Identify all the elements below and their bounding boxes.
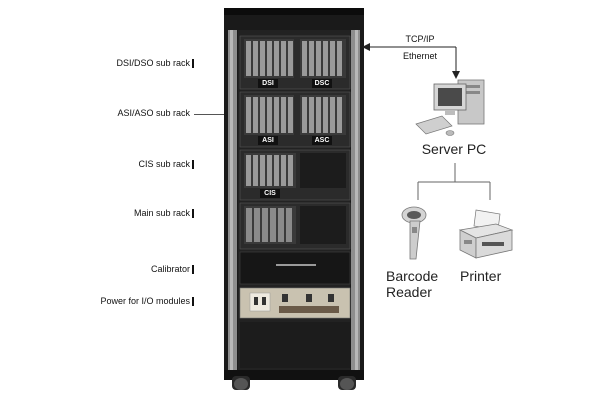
rack-cabinet [224,8,364,390]
label-tick [192,160,194,169]
calibrator-unit [239,251,351,285]
label-tick [192,209,194,218]
label-asi-aso-sub-rack: ASI/ASO sub rack [117,108,190,118]
printer-icon [458,209,514,259]
asi-aso-sub-rack [239,91,351,148]
network-label-line1: TCP/IP [405,34,435,44]
module-label-dsi: DSI [262,80,274,87]
label-tick [192,59,194,68]
server-pc-icon [415,79,485,136]
module-label-cis: CIS [264,190,276,197]
module-label-asc: ASC [314,137,330,144]
dsi-dso-sub-rack [239,35,351,90]
server-pc-label: Server PC [421,141,487,157]
label-tick [192,297,194,306]
label-dsi-dso-sub-rack: DSI/DSO sub rack [116,58,190,68]
module-label-asi: ASI [262,137,274,144]
power-io-panel [239,287,351,319]
module-label-dsc: DSC [314,80,330,87]
label-main-sub-rack: Main sub rack [133,208,190,218]
label-calibrator: Calibrator [150,264,190,274]
caster-wheels [232,376,356,390]
barcode-reader-label-line2: Reader [386,284,432,300]
cis-sub-rack [239,149,351,201]
label-cis-sub-rack: CIS sub rack [138,159,190,169]
barcode-reader-icon [401,206,427,260]
label-tick [192,265,194,274]
label-power-for-io-modules: Power for I/O modules [100,296,190,306]
main-sub-rack [239,202,351,250]
barcode-reader-label-line1: Barcode [386,268,439,284]
printer-label: Printer [460,268,502,284]
leader-line [194,114,232,115]
network-label-line2: Ethernet [402,51,438,61]
